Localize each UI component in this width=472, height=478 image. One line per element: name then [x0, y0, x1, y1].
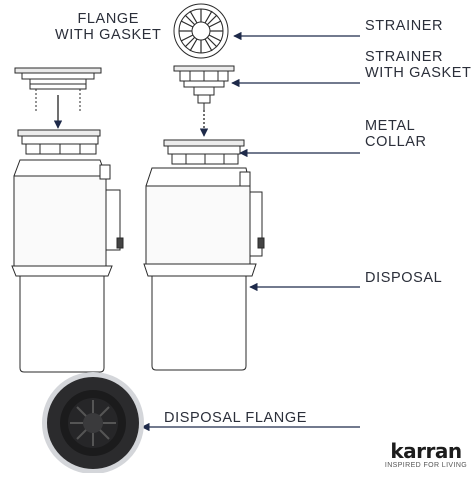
strainer-with-gasket-label: STRAINER WITH GASKET: [365, 49, 472, 81]
strainer-part: [173, 3, 229, 59]
brand-tagline: INSPIRED FOR LIVING: [384, 462, 468, 469]
strainer-label: STRAINER: [365, 18, 443, 34]
flange-with-gasket-label: FLANGE WITH GASKET: [55, 11, 162, 43]
right-disposal-unit: [143, 139, 265, 371]
metal-collar-label-line1: METAL: [365, 118, 416, 134]
flange-label-line2: WITH GASKET: [55, 27, 162, 43]
metal-collar-label: METAL COLLAR: [365, 118, 427, 150]
brand-logo: karran INSPIRED FOR LIVING: [382, 441, 470, 470]
disposal-flange-label-text: DISPOSAL FLANGE: [164, 410, 308, 426]
metal-collar-label-line2: COLLAR: [365, 134, 427, 150]
disposal-flange-image: [42, 372, 144, 474]
disposal-flange-label: DISPOSAL FLANGE: [164, 410, 307, 426]
disposal-label-text: DISPOSAL: [365, 270, 443, 286]
flange-with-gasket-part: [14, 67, 102, 112]
left-disposal-unit: [11, 129, 124, 373]
strainer-gasket-label-line2: WITH GASKET: [365, 65, 472, 81]
disposal-label: DISPOSAL: [365, 270, 442, 286]
flange-label-line1: FLANGE: [77, 11, 140, 27]
strainer-label-text: STRAINER: [365, 18, 444, 34]
leader-lines: [141, 31, 360, 432]
strainer-with-gasket-part: [173, 65, 235, 110]
brand-name: karran: [390, 439, 462, 463]
strainer-gasket-label-line1: STRAINER: [365, 49, 444, 65]
